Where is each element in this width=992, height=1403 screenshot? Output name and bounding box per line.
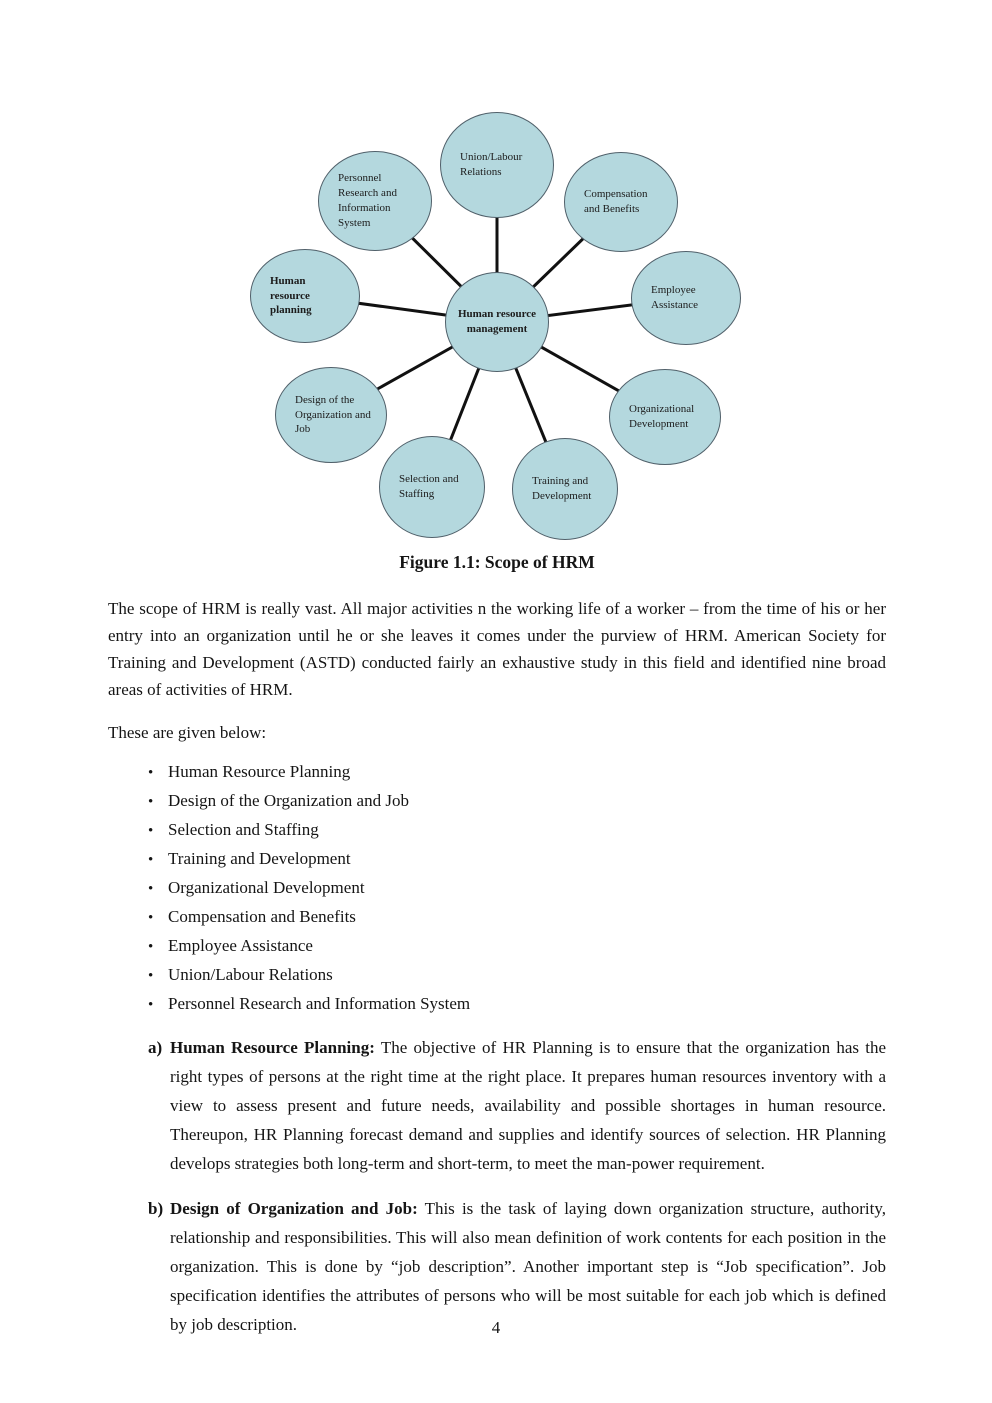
node-human-resource-management: Human resource management (445, 272, 549, 372)
list-item-label: Selection and Staffing (168, 820, 319, 839)
bullet-icon (148, 903, 168, 932)
item-paragraph: Design of Organization and Job: This is … (170, 1194, 886, 1339)
item-human-resource-planning: a) Human Resource Planning: The objectiv… (108, 1033, 886, 1178)
hrm-scope-diagram: Human resource management Union/Labour R… (0, 0, 992, 548)
item-title: Design of Organization and Job: (170, 1199, 418, 1218)
list-item: Selection and Staffing (108, 816, 886, 845)
list-item-label: Design of the Organization and Job (168, 791, 409, 810)
list-item-label: Training and Development (168, 849, 351, 868)
list-item: Organizational Development (108, 874, 886, 903)
item-body: This is the task of laying down organiza… (170, 1199, 886, 1334)
list-item: Union/Labour Relations (108, 961, 886, 990)
bullet-icon (148, 932, 168, 961)
node-label: Human resource management (457, 308, 537, 335)
bullet-icon (148, 758, 168, 787)
list-item: Employee Assistance (108, 932, 886, 961)
item-design-organization-job: b) Design of Organization and Job: This … (108, 1194, 886, 1339)
figure-caption: Figure 1.1: Scope of HRM (399, 552, 595, 572)
paragraph-scope-intro: The scope of HRM is really vast. All maj… (108, 599, 886, 699)
node-personnel-research: Personnel Research and Information Syste… (318, 151, 432, 251)
bullet-list: Human Resource Planning Design of the Or… (108, 758, 886, 1019)
list-item: Compensation and Benefits (108, 903, 886, 932)
node-label: Compensation and Benefits (584, 188, 648, 215)
node-employee-assistance: Employee Assistance (631, 251, 741, 345)
node-label: Employee Assistance (651, 284, 699, 311)
list-item-label: Organizational Development (168, 878, 365, 897)
item-title: Human Resource Planning: (170, 1038, 375, 1057)
node-label: Training and Development (532, 475, 592, 502)
list-item-label: Human Resource Planning (168, 762, 351, 781)
list-item-label: Employee Assistance (168, 936, 313, 955)
node-label: Union/Labour Relations (460, 151, 523, 178)
bullet-icon (148, 845, 168, 874)
list-item-label: Union/Labour Relations (168, 965, 333, 984)
node-compensation-benefits: Compensation and Benefits (564, 152, 678, 252)
bullet-icon (148, 874, 168, 903)
node-label: Organizational Development (629, 403, 695, 430)
page-number: 4 (491, 1318, 501, 1337)
node-label: Selection and Staffing (399, 473, 459, 500)
bullet-icon (148, 961, 168, 990)
list-item-label: Personnel Research and Information Syste… (168, 994, 471, 1013)
node-training-development: Training and Development (512, 438, 618, 540)
node-label: Design of the Organization and Job (295, 393, 371, 436)
bullet-icon (148, 816, 168, 845)
body-text: Figure 1.1: Scope of HRM The scope of HR… (108, 552, 886, 1339)
list-item-label: Compensation and Benefits (168, 907, 356, 926)
node-union-labour-relations: Union/Labour Relations (440, 112, 554, 218)
node-design-organization-job: Design of the Organization and Job (275, 367, 387, 463)
item-marker: b) (148, 1199, 164, 1218)
list-item: Design of the Organization and Job (108, 787, 886, 816)
node-human-resource-planning: Human resource planning (250, 249, 360, 343)
bullet-icon (148, 787, 168, 816)
list-item: Personnel Research and Information Syste… (108, 990, 886, 1019)
item-paragraph: Human Resource Planning: The objective o… (170, 1033, 886, 1178)
item-marker: a) (148, 1038, 163, 1057)
node-label: Human resource planning (270, 274, 312, 317)
node-label: Personnel Research and Information Syste… (338, 172, 397, 229)
list-item: Human Resource Planning (108, 758, 886, 787)
node-organizational-development: Organizational Development (609, 369, 721, 465)
node-selection-staffing: Selection and Staffing (379, 436, 485, 538)
paragraph-lead-in: These are given below: (108, 723, 267, 742)
bullet-icon (148, 990, 168, 1019)
item-body: The objective of HR Planning is to ensur… (170, 1038, 887, 1173)
list-item: Training and Development (108, 845, 886, 874)
